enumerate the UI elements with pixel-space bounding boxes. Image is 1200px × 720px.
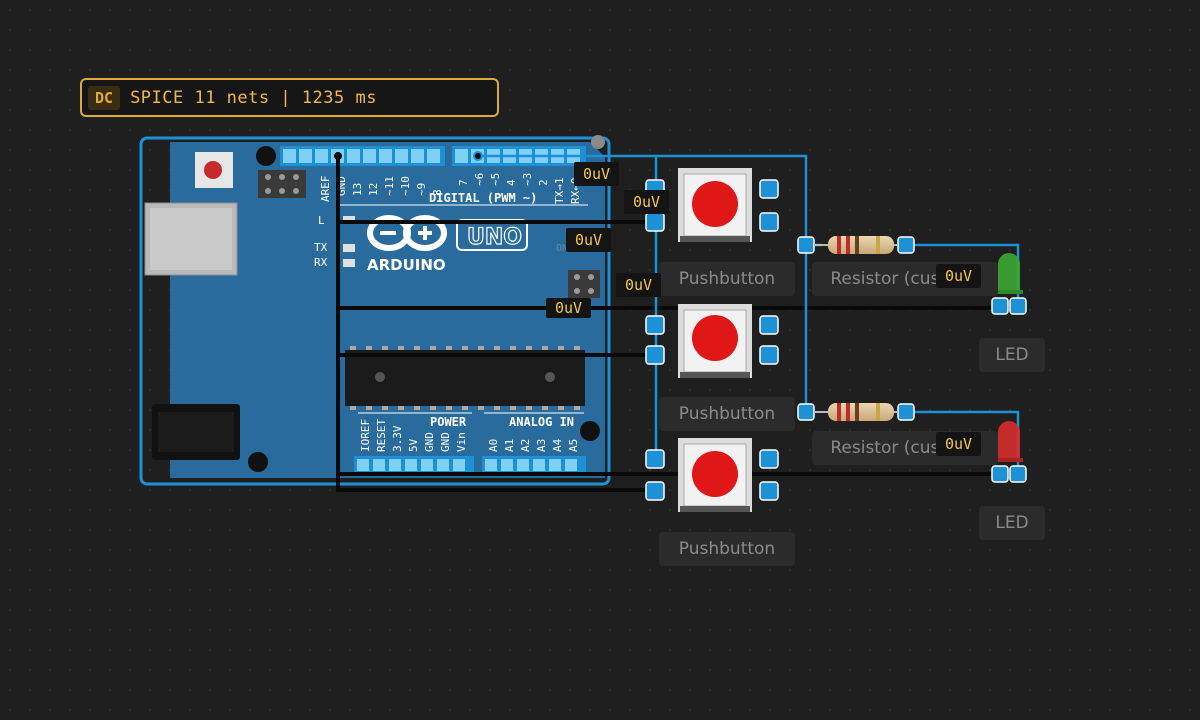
pin-label-a2: A2 [519, 439, 532, 452]
board-brand: ARDUINO [367, 256, 446, 274]
board-corner-handle[interactable] [591, 135, 605, 149]
simulation-status-badge: DC SPICE 11 nets | 1235 ms [80, 78, 499, 117]
pin-label-a5: A5 [567, 439, 580, 452]
pin-label-5v: 5V [407, 438, 420, 452]
board-selection-outline [139, 136, 611, 486]
voltage-probe-1: 0uV [574, 162, 620, 186]
pin-label-a0: A0 [487, 439, 500, 452]
pin-label-tx1: TX→1 [553, 178, 566, 205]
pin-label-6: ~6 [473, 173, 486, 186]
pushbutton-1[interactable] [645, 168, 779, 242]
power-analog-header[interactable] [354, 456, 586, 474]
mounting-hole [256, 146, 276, 166]
mounting-hole [248, 452, 268, 472]
pin-label-8: 8 [431, 189, 444, 196]
pin-label-a4: A4 [551, 438, 564, 452]
voltage-probe-7: 0uV [936, 432, 982, 456]
pin-label-a1: A1 [503, 439, 516, 452]
wire-pin7-resistors[interactable] [476, 154, 808, 414]
icsp-header [258, 170, 306, 198]
voltage-probe-6: 0uV [936, 264, 982, 288]
pushbutton-1-label: Pushbutton [659, 262, 795, 296]
pin-label-11: ~11 [383, 176, 396, 196]
voltage-probe-5: 0uV [546, 298, 592, 318]
pushbutton-3[interactable] [645, 438, 779, 512]
resistor-1[interactable] [797, 236, 915, 254]
spice-status-text: SPICE 11 nets | 1235 ms [130, 87, 377, 108]
pin-label-a3: A3 [535, 439, 548, 452]
pin-label-reset: RESET [375, 419, 388, 452]
voltage-probe-3: 0uV [566, 228, 612, 252]
pin-label-ioref: IOREF [359, 419, 372, 452]
led-label-on: ON [556, 243, 568, 254]
digital-header-label: DIGITAL (PWM ~) [429, 191, 537, 205]
icsp2-header [568, 270, 600, 298]
arduino-uno-board[interactable]: AREF GND 13 12 ~11 ~10 ~9 8 7 ~6 ~5 4 ~3… [139, 135, 611, 486]
pin-label-3v3: 3.3V [391, 425, 404, 452]
dc-mode-tag: DC [88, 85, 121, 110]
resistor-2[interactable] [797, 403, 915, 421]
pushbutton-2-label: Pushbutton [659, 397, 795, 431]
led-label-tx: TX [314, 241, 328, 254]
led-red[interactable] [991, 421, 1027, 483]
tx-led [343, 244, 355, 252]
voltage-probe-2: 0uV [624, 190, 670, 214]
pin-label-3: ~3 [521, 173, 534, 186]
pin-label-aref: AREF [319, 176, 332, 203]
pushbutton-2[interactable] [645, 304, 779, 378]
pin-label-vin: Vin [455, 432, 468, 452]
pin-label-4: 4 [505, 179, 518, 186]
pin-label-13: 13 [351, 183, 364, 196]
led-label-rx: RX [314, 256, 328, 269]
pin-label-7: 7 [457, 179, 470, 186]
pin-label-gnd1: GND [423, 432, 436, 452]
rx-led [343, 259, 355, 267]
pushbutton-3-label: Pushbutton [659, 532, 795, 566]
pin-label-2: 2 [537, 179, 550, 186]
pin-label-12: 12 [367, 183, 380, 196]
board-model: UNO [467, 225, 522, 250]
power-label: POWER [430, 415, 467, 429]
arduino-logo [367, 215, 447, 251]
pin-label-gnd2: GND [439, 432, 452, 452]
voltage-probe-4: 0uV [616, 273, 662, 297]
analog-label: ANALOG IN [509, 415, 574, 429]
atmega-chip [345, 346, 585, 410]
mounting-hole [580, 421, 600, 441]
digital-header[interactable] [280, 146, 586, 166]
led-1-label: LED [979, 338, 1045, 372]
pin-label-10: ~10 [399, 176, 412, 196]
led-label-l: L [318, 214, 325, 227]
led-2-label: LED [979, 506, 1045, 540]
led-green[interactable] [991, 253, 1027, 315]
pin-label-5: ~5 [489, 173, 502, 186]
pin-label-9: ~9 [415, 183, 428, 196]
